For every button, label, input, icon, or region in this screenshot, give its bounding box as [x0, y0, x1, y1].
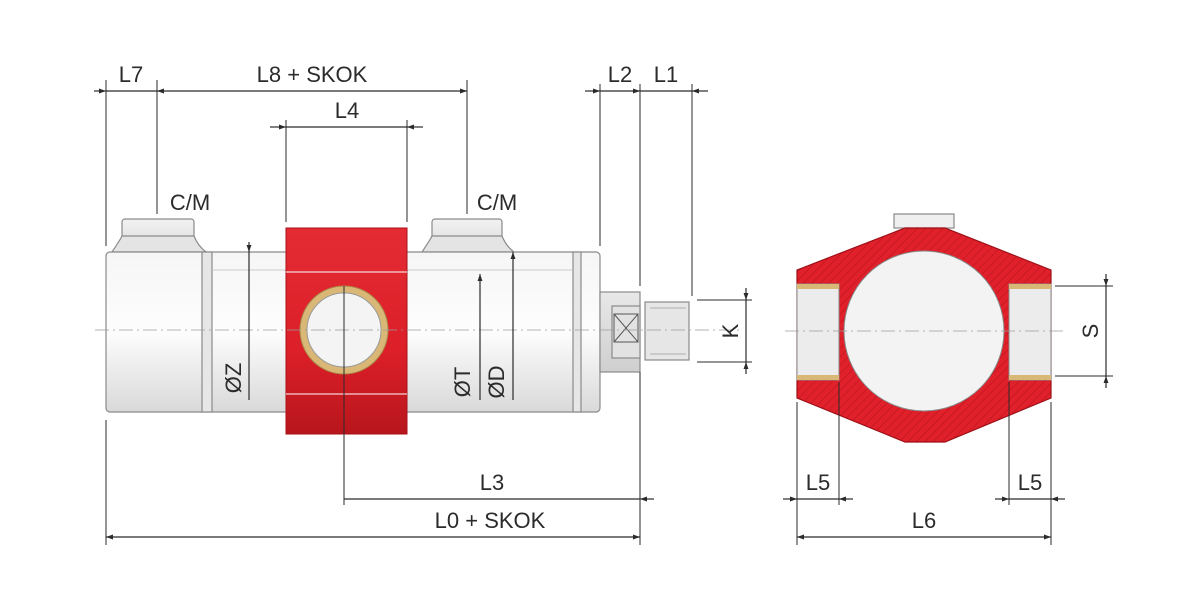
right-slot	[1008, 283, 1052, 381]
label-l6: L6	[912, 508, 936, 533]
label-ot: ØT	[450, 367, 475, 398]
label-l2: L2	[608, 62, 632, 87]
label-l8-skok: L8 + SKOK	[257, 62, 368, 87]
right-slot-bushing-top	[1009, 284, 1051, 289]
cylinder-dimensions: L7 L8 + SKOK L4 L2 L1 C/M C/M ØZ ØT ØD	[94, 62, 752, 545]
rear-groove	[201, 251, 213, 413]
front-groove	[572, 251, 582, 413]
clamp-section-view	[785, 213, 1065, 443]
left-slot-bushing-top	[797, 284, 839, 289]
label-cm-right: C/M	[477, 190, 517, 215]
rod-thread	[644, 301, 690, 361]
right-port-fillet	[420, 235, 516, 253]
left-port-fillet	[110, 235, 208, 253]
label-l1: L1	[654, 62, 678, 87]
label-od: ØD	[484, 366, 509, 399]
cylinder-side-view	[95, 218, 740, 505]
right-slot-bushing-bottom	[1009, 375, 1051, 380]
section-dimensions: S L5 L5 L6	[783, 274, 1113, 545]
label-k: K	[718, 323, 743, 338]
rod-nut	[611, 305, 641, 359]
left-slot-bushing-bottom	[797, 375, 839, 380]
label-l0-skok: L0 + SKOK	[435, 508, 546, 533]
label-l7: L7	[119, 62, 143, 87]
label-oz: ØZ	[221, 363, 246, 394]
label-l5-left: L5	[806, 470, 830, 495]
wrench-flat-symbol	[613, 313, 639, 343]
section-top-stub	[893, 213, 955, 229]
left-slot	[796, 283, 840, 381]
label-l3: L3	[480, 470, 504, 495]
label-cm-left: C/M	[170, 190, 210, 215]
label-l4: L4	[335, 98, 359, 123]
label-s: S	[1078, 324, 1103, 339]
label-l5-right: L5	[1018, 470, 1042, 495]
